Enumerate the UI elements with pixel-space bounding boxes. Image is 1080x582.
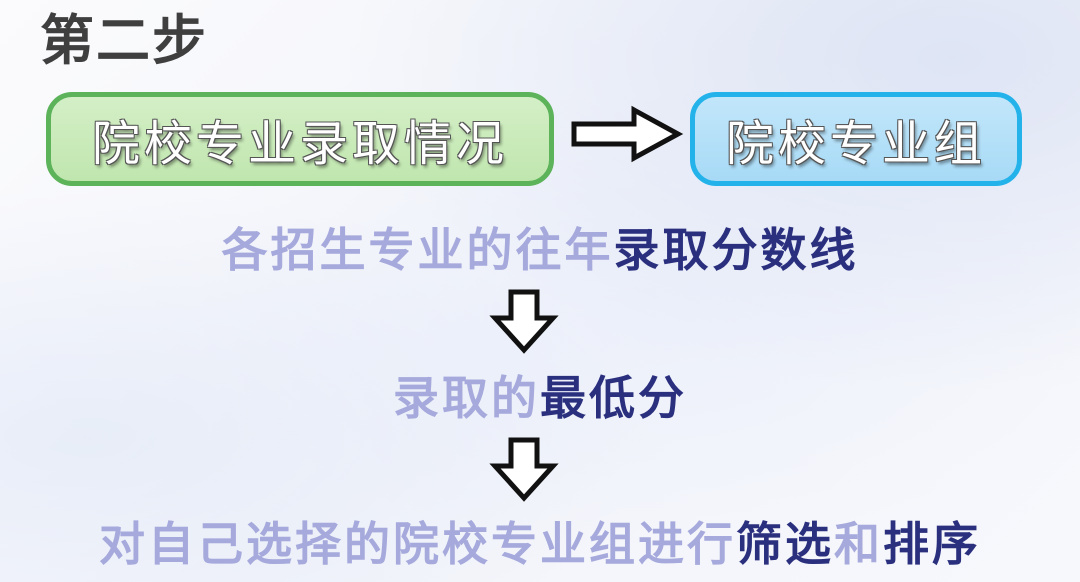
page-title: 第二步 xyxy=(40,9,208,72)
step-1-strong-text: 录取分数线 xyxy=(613,223,859,277)
source-box-label: 院校专业录取情况 xyxy=(91,116,508,172)
step-3-soft-text-2: 和 xyxy=(834,517,883,571)
step-line-3: 对自己选择的院校专业组进行筛选和排序 xyxy=(0,508,1080,574)
step-3-soft-text: 对自己选择的院校专业组进行 xyxy=(99,517,736,571)
step-3-strong-text: 筛选 xyxy=(736,517,834,571)
source-box: 院校专业录取情况 xyxy=(46,92,554,186)
step-line-1: 各招生专业的往年录取分数线 xyxy=(0,214,1080,280)
target-box-label: 院校专业组 xyxy=(725,116,986,172)
step-2-soft-text: 录取的 xyxy=(393,371,540,425)
target-box: 院校专业组 xyxy=(690,92,1022,186)
step-1-soft-text: 各招生专业的往年 xyxy=(221,223,614,277)
right-arrow-icon xyxy=(571,105,684,163)
down-arrow-icon xyxy=(489,437,559,502)
step-line-2: 录取的最低分 xyxy=(0,362,1080,428)
down-arrow-icon xyxy=(489,289,559,354)
step-2-strong-text: 最低分 xyxy=(540,371,687,425)
step-3-strong-text-2: 排序 xyxy=(883,517,981,571)
